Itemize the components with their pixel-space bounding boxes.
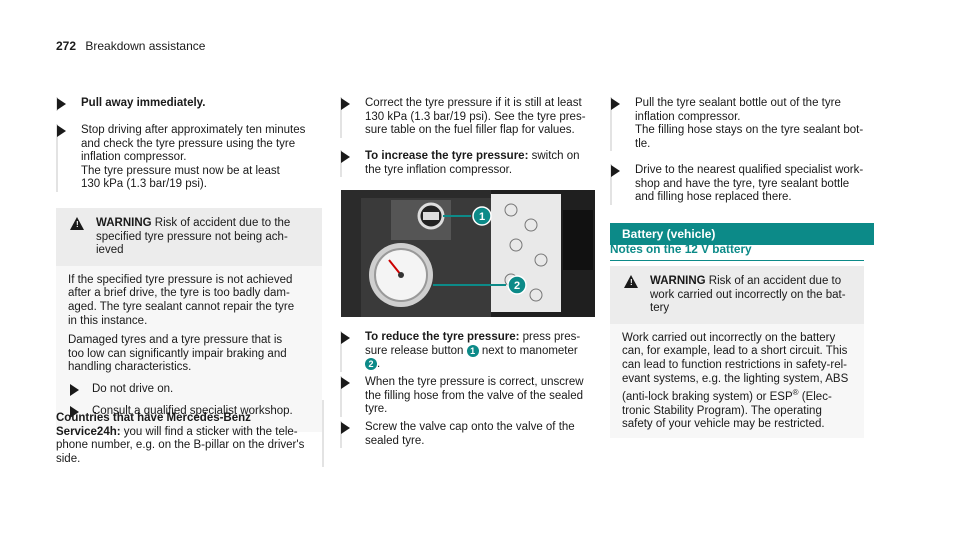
subheading-battery-notes: Notes on the 12 V battery (610, 242, 864, 261)
warning-sub-step: Consult a qualified specialist workshop. (68, 405, 312, 419)
warning-head: ! WARNING Risk of accident due to the sp… (56, 208, 322, 266)
step-stop-driving: Stop driving after approximately ten min… (56, 124, 329, 192)
arrow-icon (341, 332, 350, 344)
warning-head: ! WARNING Risk of an accident due to wor… (610, 266, 864, 324)
arrow-icon (341, 377, 350, 389)
step-increase-pressure: To increase the tyre pressure: switch on… (340, 150, 609, 178)
step-screw-cap: Screw the valve cap onto the valve of th… (340, 421, 609, 449)
step-text: Drive to the nearest qualified specialis… (635, 164, 864, 204)
column-rule (322, 400, 324, 467)
arrow-icon (70, 405, 79, 418)
warning-body: Work carried out incorrectly on the batt… (610, 323, 864, 438)
arrow-icon (611, 98, 620, 110)
compressor-illustration: 1 2 (341, 190, 595, 317)
arrow-icon (341, 98, 350, 110)
page-number: 272 (56, 39, 77, 53)
page-header: 272 Breakdown assistance (56, 39, 206, 54)
step-text: Screw the valve cap onto the valve of th… (365, 421, 575, 447)
arrow-icon (70, 383, 79, 396)
callout-2: 2 (514, 280, 520, 292)
warning-sub-step: Do not drive on. (68, 383, 312, 397)
step-correct-pressure: Correct the tyre pressure if it is still… (340, 97, 609, 138)
countries-paragraph: Countries that have Mercedes-Benz Servic… (56, 412, 305, 465)
step-text: To reduce the tyre pressure: press pres-… (365, 331, 581, 371)
callout-1: 1 (479, 211, 485, 223)
callout-2-icon: 2 (365, 358, 377, 371)
arrow-icon (611, 165, 620, 177)
warning-box-battery: ! WARNING Risk of an accident due to wor… (610, 266, 864, 438)
warning-icon: ! (624, 275, 638, 288)
step-unscrew-hose: When the tyre pressure is correct, unscr… (340, 376, 609, 417)
callout-1-icon: 1 (466, 344, 479, 357)
step-text: When the tyre pressure is correct, unscr… (365, 376, 584, 416)
step-pull-bottle: Pull the tyre sealant bottle out of the … (610, 97, 879, 152)
arrow-icon (57, 125, 66, 137)
arrow-icon (57, 98, 66, 110)
step-pull-away: Pull away immediately. (56, 97, 329, 111)
step-text: Correct the tyre pressure if it is still… (365, 97, 586, 137)
step-drive-workshop: Drive to the nearest qualified specialis… (610, 164, 879, 205)
step-text: Pull the tyre sealant bottle out of the … (635, 97, 864, 150)
warning-box-tyre: ! WARNING Risk of accident due to the sp… (56, 208, 322, 433)
warning-body: If the specified tyre pressure is not ac… (56, 265, 322, 433)
step-text: Pull away immediately. (81, 97, 206, 109)
compressor-photo: 1 2 (341, 190, 595, 317)
step-text: To increase the tyre pressure: switch on… (365, 150, 580, 176)
step-reduce-pressure: To reduce the tyre pressure: press pres-… (340, 331, 609, 372)
arrow-icon (341, 422, 350, 434)
warning-icon: ! (70, 217, 84, 230)
step-text: Stop driving after approximately ten min… (81, 124, 306, 191)
section-title-battery: Battery (vehicle) (610, 223, 874, 245)
section-name: Breakdown assistance (85, 39, 206, 53)
arrow-icon (341, 151, 350, 163)
